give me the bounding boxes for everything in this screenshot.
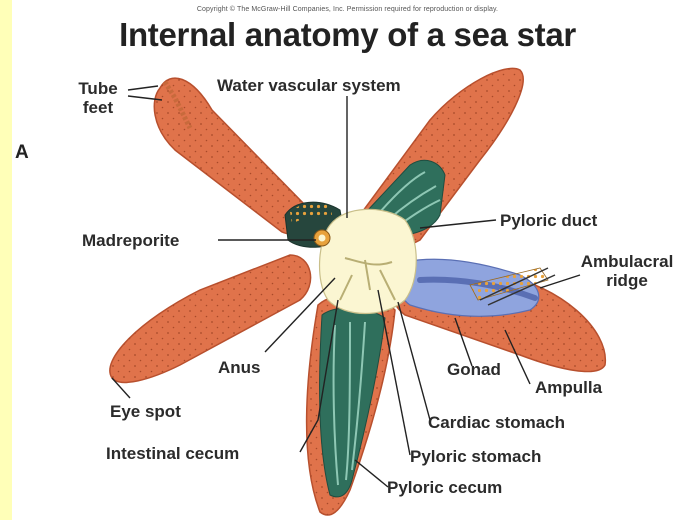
label-cardiac-stomach: Cardiac stomach — [428, 413, 565, 432]
label-pyloric-stomach: Pyloric stomach — [410, 447, 541, 466]
label-tube-feet: Tube feet — [70, 79, 126, 117]
central-disc — [314, 209, 416, 313]
label-ambulacral-line1: Ambulacral — [573, 252, 681, 271]
label-intestinal-cecum: Intestinal cecum — [106, 444, 239, 463]
label-eye-spot: Eye spot — [110, 402, 181, 421]
label-ambulacral-ridge: Ambulacral ridge — [573, 252, 681, 290]
label-ambulacral-line2: ridge — [573, 271, 681, 290]
label-anus: Anus — [218, 358, 261, 377]
arm-upper-left — [154, 78, 308, 234]
label-pyloric-cecum: Pyloric cecum — [387, 478, 502, 497]
leader-pyloric-cecum — [355, 460, 388, 487]
label-tube-feet-line1: Tube — [70, 79, 126, 98]
arm-left — [110, 255, 311, 382]
label-pyloric-duct: Pyloric duct — [500, 211, 597, 230]
label-tube-feet-line2: feet — [70, 98, 126, 117]
label-madreporite: Madreporite — [82, 231, 179, 250]
label-gonad: Gonad — [447, 360, 501, 379]
label-water-vascular-system: Water vascular system — [217, 76, 401, 95]
label-ampulla: Ampulla — [535, 378, 602, 397]
gonad-right — [398, 259, 555, 316]
